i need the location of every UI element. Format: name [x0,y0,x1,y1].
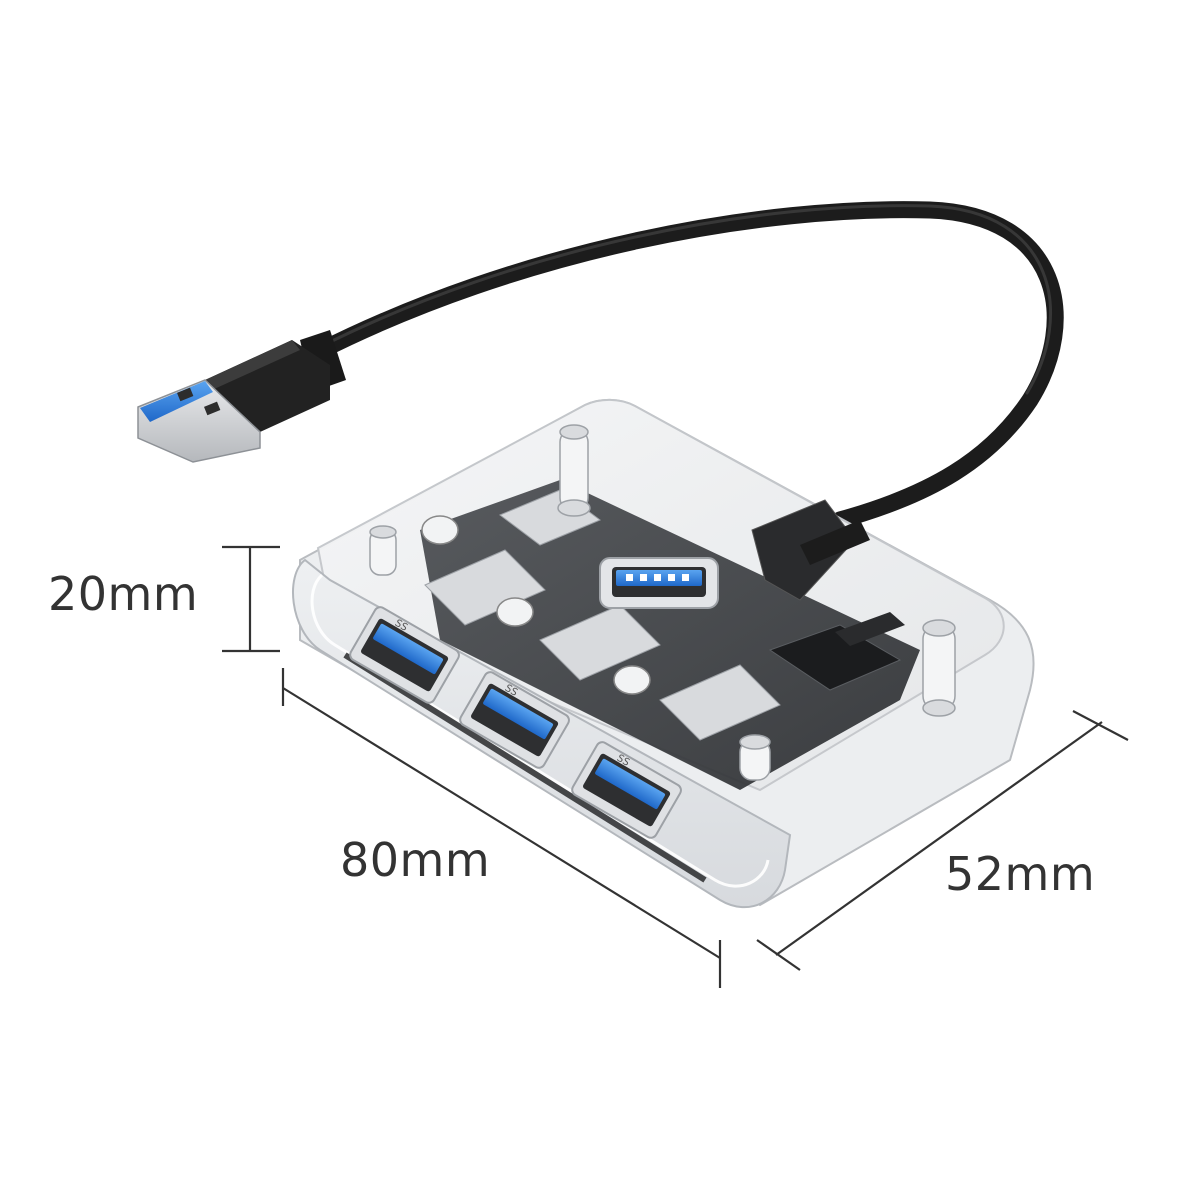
usb-port-front-3: SS [571,741,682,839]
usb-port-front-1: SS [349,606,460,704]
screw-posts [369,424,956,781]
length-dimension: 80mm [281,668,722,988]
width-label: 52mm [945,847,1095,901]
usb-hub-body: SS SS SS [292,398,1035,909]
circuit-board [420,480,920,790]
height-label: 20mm [48,567,198,621]
usb-port-top [599,557,719,609]
cable-connector-block [751,499,870,601]
width-dimension: 52mm [756,710,1129,971]
height-dimension: 20mm [48,545,280,653]
usb-a-plug [137,330,346,463]
usb-port-front-2: SS [459,671,570,769]
usb-cable [309,201,1064,529]
length-label: 80mm [340,833,490,887]
